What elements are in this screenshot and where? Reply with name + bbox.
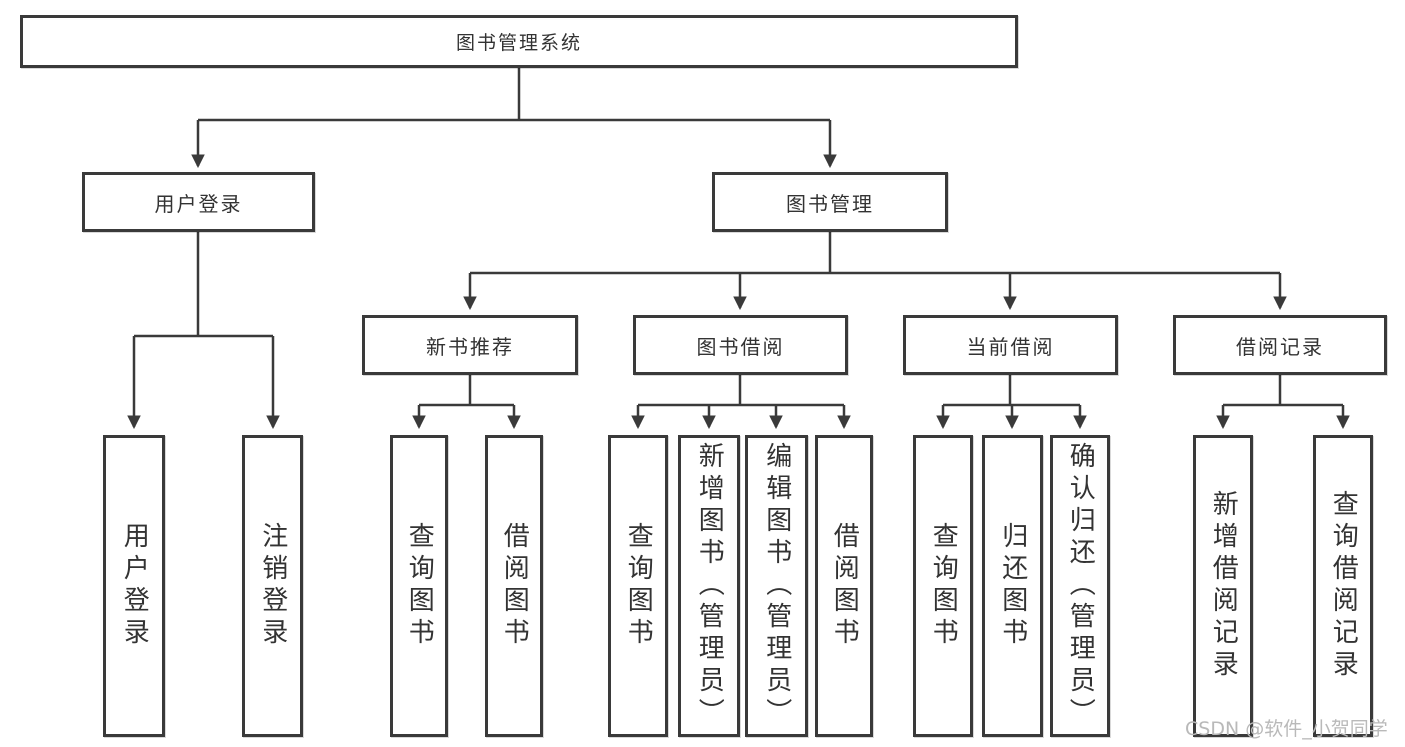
leaf-confirm-return-admin: 确认归还（管理员） (1050, 435, 1110, 737)
leaf-add-books-admin: 新增图书（管理员） (678, 435, 740, 737)
leaf-query-borrow-record: 查询借阅记录 (1313, 435, 1373, 737)
node-book-management: 图书管理 (712, 172, 948, 232)
node-current-borrow: 当前借阅 (903, 315, 1118, 375)
leaf-label: 查询图书 (928, 522, 959, 650)
leaf-label: 查询图书 (623, 522, 654, 650)
node-library-management-system: 图书管理系统 (20, 15, 1018, 68)
leaf-add-borrow-record: 新增借阅记录 (1193, 435, 1253, 737)
leaf-logout: 注销登录 (242, 435, 303, 737)
leaf-label: 用户登录 (119, 522, 150, 650)
leaf-label: 编辑图书（管理员） (761, 442, 792, 730)
leaf-query-books-recommend: 查询图书 (390, 435, 448, 737)
leaf-label: 查询借阅记录 (1328, 490, 1359, 682)
leaf-return-books: 归还图书 (982, 435, 1043, 737)
leaf-label: 借阅图书 (499, 522, 530, 650)
leaf-label: 确认归还（管理员） (1065, 442, 1096, 730)
leaf-edit-books-admin: 编辑图书（管理员） (745, 435, 808, 737)
leaf-label: 查询图书 (404, 522, 435, 650)
node-new-book-recommend: 新书推荐 (362, 315, 578, 375)
leaf-user-login: 用户登录 (103, 435, 165, 737)
node-borrow-records: 借阅记录 (1173, 315, 1387, 375)
node-book-borrow: 图书借阅 (633, 315, 848, 375)
leaf-borrow-books: 借阅图书 (815, 435, 873, 737)
node-user-login: 用户登录 (82, 172, 315, 232)
leaf-label: 借阅图书 (829, 522, 860, 650)
leaf-borrow-books-recommend: 借阅图书 (485, 435, 543, 737)
leaf-label: 新增借阅记录 (1208, 490, 1239, 682)
leaf-label: 归还图书 (997, 522, 1028, 650)
leaf-query-books-borrow: 查询图书 (608, 435, 668, 737)
leaf-label: 注销登录 (257, 522, 288, 650)
leaf-query-books-current: 查询图书 (913, 435, 973, 737)
leaf-label: 新增图书（管理员） (694, 442, 725, 730)
